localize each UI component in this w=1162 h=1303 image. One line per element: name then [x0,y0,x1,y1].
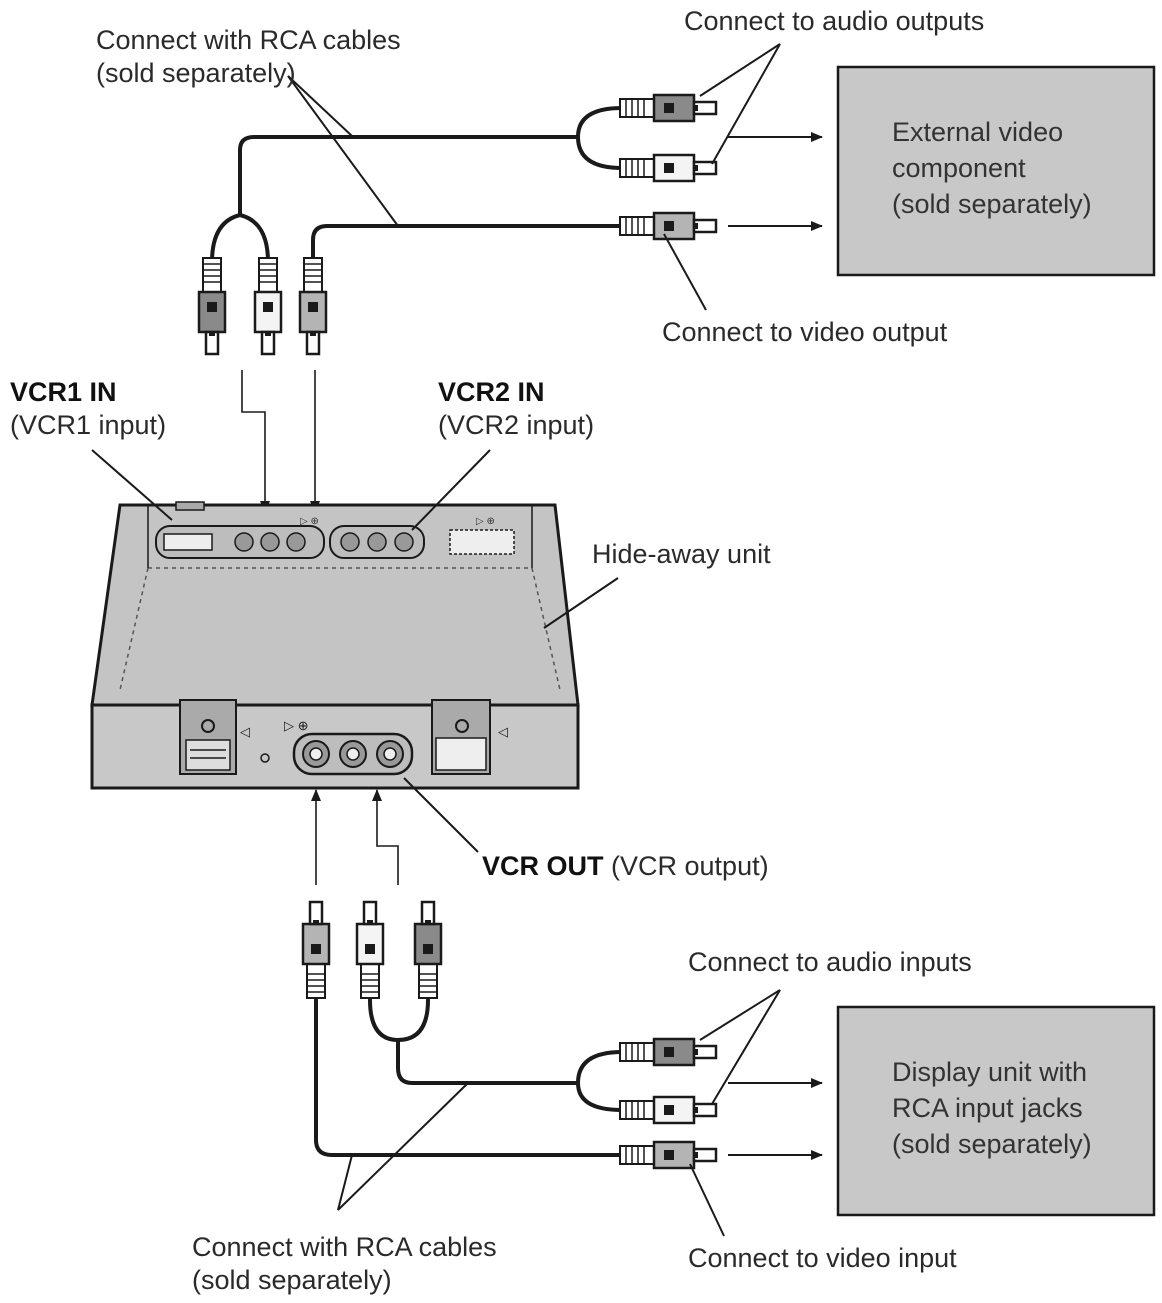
bottom-audio-cable [368,998,624,1112]
top-white-plug [619,153,718,183]
vcr2-in-title: VCR2 IN [438,377,545,407]
vcr2-in-sub: (VCR2 input) [438,410,595,440]
external-component-box [836,65,1156,277]
vcr1-in-label: VCR1 IN (VCR1 input) [10,376,166,442]
hideaway-label: Hide-away unit [592,539,771,569]
vcr1-yellow-plug [298,257,328,356]
svg-text:▷ ⊕: ▷ ⊕ [476,516,495,527]
display-unit-text: Display unit with RCA input jacks (sold … [892,1057,1092,1159]
display-unit-box [836,1005,1156,1217]
external-component-text: External video component (sold separatel… [892,117,1092,219]
vcr-out-title: VCR OUT [482,851,604,881]
route-arrow-audio-out [372,789,399,885]
svg-text:▷ ⊕: ▷ ⊕ [284,718,309,733]
route-arrow-audio-in [241,370,270,513]
hide-away-unit: ▷ ⊕ ▷ ⊕ ◁ ▷ ⊕ ◁ [90,501,580,790]
bottom-yellow-plug [619,1140,718,1170]
vcr-out-label: VCR OUT (VCR output) [482,850,769,883]
vcr1-in-sub: (VCR1 input) [10,410,167,440]
rca-cables-bottom-label: Connect with RCA cables (sold separately… [192,1232,497,1295]
vcr2-in-label: VCR2 IN (VCR2 input) [438,376,594,442]
top-audio-cable [210,106,624,264]
svg-text:▷ ⊕: ▷ ⊕ [300,516,319,527]
top-red-plug [619,93,718,123]
bottom-video-cable [314,998,624,1157]
vcr-out-sub: (VCR output) [611,851,769,881]
audio-outputs-label: Connect to audio outputs [684,6,985,36]
bottom-white-plug [619,1095,718,1125]
vcr1-red-plug [197,257,227,356]
vcr1-in-title: VCR1 IN [10,377,117,407]
video-output-label: Connect to video output [662,317,948,347]
bottom-red-plug [619,1037,718,1067]
video-input-label: Connect to video input [688,1243,957,1273]
svg-text:◁: ◁ [498,724,508,739]
top-video-cable [311,224,624,264]
vcr-out-white-plug [355,900,385,999]
rca-cables-top-label: Connect with RCA cables (sold separately… [96,25,401,88]
vcr-out-yellow-plug [301,900,331,999]
vcr1-white-plug [253,257,283,356]
top-yellow-plug [619,211,718,241]
audio-inputs-label: Connect to audio inputs [688,947,972,977]
svg-text:◁: ◁ [240,724,250,739]
vcr-out-red-plug [413,900,443,999]
